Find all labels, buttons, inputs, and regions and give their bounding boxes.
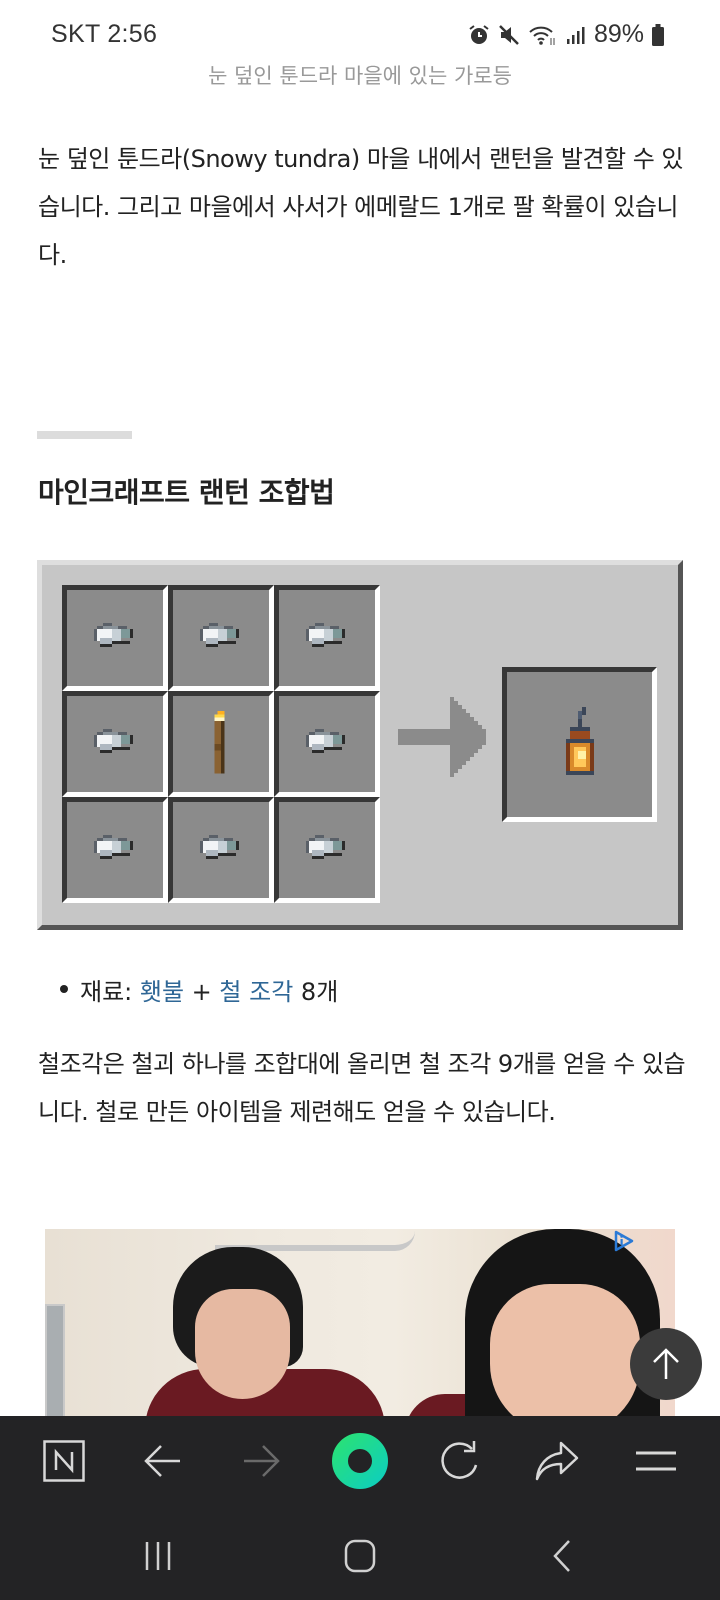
crafting-slot	[168, 797, 274, 903]
alarm-icon	[469, 24, 489, 44]
green-dot-button[interactable]	[325, 1426, 395, 1496]
crafting-recipe-image	[37, 560, 683, 930]
naver-n-icon	[43, 1440, 86, 1482]
status-icons: 89%	[468, 20, 664, 49]
home-icon	[344, 1539, 376, 1573]
iron-nugget-icon	[94, 835, 133, 859]
iron-nugget-link[interactable]: 철 조각	[219, 978, 294, 1006]
status-bar: SKT 2:56 89%	[0, 0, 720, 62]
carrier-time: SKT 2:56	[51, 20, 158, 48]
battery-percent: 89%	[593, 20, 644, 48]
browser-toolbar	[0, 1416, 720, 1506]
refresh-icon	[440, 1441, 477, 1479]
menu-button[interactable]	[621, 1426, 691, 1496]
scroll-to-top-button[interactable]	[630, 1328, 702, 1400]
torch-link[interactable]: 횃불	[139, 978, 185, 1006]
lantern-icon	[565, 706, 594, 775]
crafting-arrow-icon	[398, 697, 486, 777]
arrow-up-icon	[653, 1348, 679, 1379]
iron-nugget-icon	[94, 729, 133, 753]
crafting-slot	[168, 585, 274, 691]
back-button[interactable]	[128, 1426, 198, 1496]
iron-nugget-icon	[306, 729, 345, 753]
image-caption: 눈 덮인 툰드라 마을에 있는 가로등	[208, 64, 512, 88]
back-arrow-icon	[144, 1445, 180, 1477]
iron-nugget-icon	[200, 623, 239, 647]
home-ring-icon	[331, 1433, 388, 1489]
battery-icon	[652, 23, 664, 46]
home-button[interactable]	[330, 1531, 390, 1581]
crafting-slot	[274, 691, 380, 797]
crafting-result-slot	[502, 667, 657, 822]
paragraph-iron-nugget: 철조각은 철괴 하나를 조합대에 올리면 철 조각 9개를 얻을 수 있습니다.…	[38, 1050, 686, 1126]
paragraph-lantern-location: 눈 덮인 툰드라(Snowy tundra) 마을 내에서 랜턴을 발견할 수 …	[38, 145, 684, 269]
iron-nugget-icon	[200, 835, 239, 859]
mute-icon	[499, 24, 519, 45]
back-icon	[553, 1540, 570, 1572]
crafting-slot	[62, 797, 168, 903]
share-icon	[535, 1441, 579, 1481]
refresh-button[interactable]	[424, 1426, 494, 1496]
iron-nugget-icon	[94, 623, 133, 647]
materials-item: 재료: 횃불 + 철 조각 8개	[60, 972, 338, 1007]
system-back-button[interactable]	[532, 1531, 592, 1581]
materials-label: 재료:	[80, 978, 140, 1006]
crafting-grid	[62, 585, 380, 903]
torch-icon	[214, 711, 225, 774]
ad-info-icon[interactable]	[612, 1229, 636, 1253]
crafting-slot	[168, 691, 274, 797]
advertisement-image[interactable]	[45, 1229, 675, 1419]
forward-arrow-icon	[244, 1445, 281, 1477]
section-title: 마인크래프트 랜턴 조합법	[38, 476, 335, 509]
naver-home-button[interactable]	[29, 1426, 99, 1496]
crafting-slot	[62, 585, 168, 691]
menu-icon	[635, 1451, 676, 1471]
iron-nugget-icon	[306, 835, 345, 859]
iron-nugget-icon	[306, 623, 345, 647]
forward-button[interactable]	[226, 1426, 296, 1496]
wifi-icon	[529, 26, 555, 45]
crafting-slot	[274, 585, 380, 691]
plus-sign: +	[184, 978, 220, 1006]
crafting-slot	[274, 797, 380, 903]
recent-apps-icon	[145, 1542, 171, 1570]
signal-icon	[566, 26, 585, 44]
share-button[interactable]	[522, 1426, 592, 1496]
materials-count: 8개	[293, 978, 339, 1006]
crafting-slot	[62, 691, 168, 797]
materials-list: 재료: 횃불 + 철 조각 8개	[60, 972, 338, 1007]
recent-apps-button[interactable]	[128, 1531, 188, 1581]
system-navigation-bar	[0, 1506, 720, 1600]
section-divider	[37, 431, 132, 439]
